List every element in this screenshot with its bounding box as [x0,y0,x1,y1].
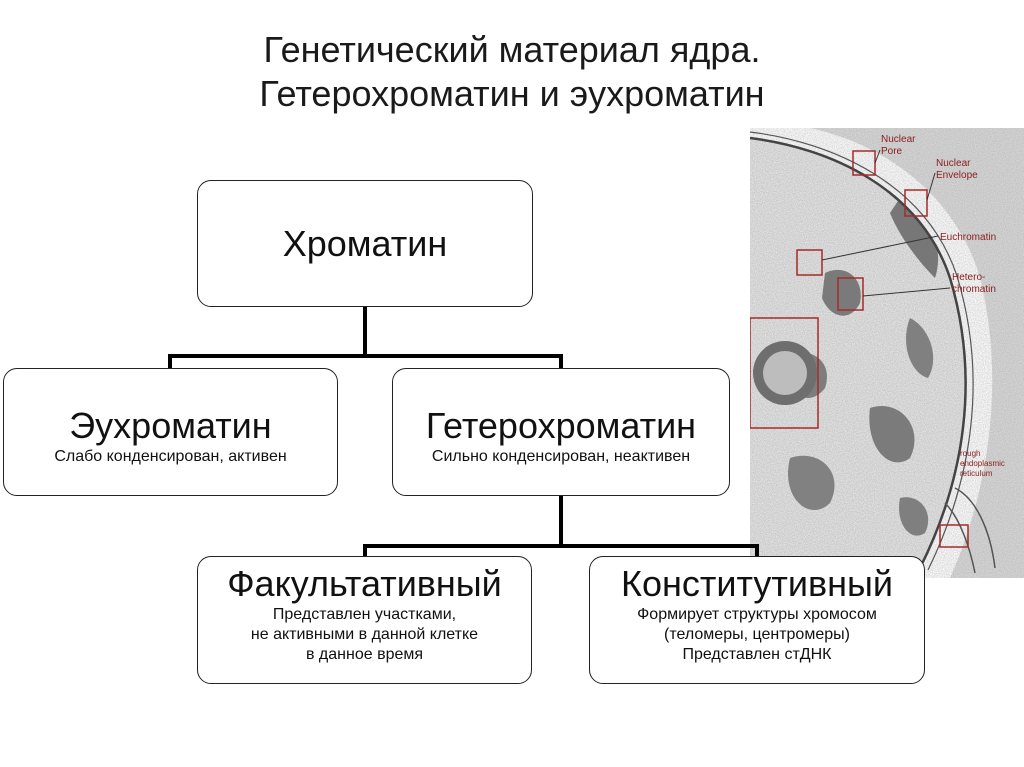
facultative-description-line-2: не активными в данной клетке [250,626,479,643]
label-nuclear-pore-1: Nuclear [881,134,916,145]
label-euchromatin: Euchromatin [940,232,996,243]
label-heterochromatin-2: chromatin [952,284,996,295]
page-title: Генетический материал ядра. Гетерохромат… [0,28,1024,116]
label-nuclear-envelope-2: Envelope [936,170,978,181]
label-nuclear-envelope-1: Nuclear [936,158,971,169]
constitutive-label: Конститутивный [621,563,893,604]
chromatin-label: Хроматин [282,223,448,264]
constitutive-box: Конститутивный Формирует структуры хромо… [589,556,925,684]
heterochromatin-description: Сильно конденсирован, неактивен [431,448,691,465]
label-er-1: rough [960,449,980,458]
title-line-1: Генетический материал ядра. [263,29,761,70]
label-er-3: reticulum [960,469,993,478]
constitutive-description-line-3: Представлен стДНК [682,646,832,663]
euchromatin-label: Эухроматин [69,405,272,446]
facultative-description-line-1: Представлен участками, [272,606,457,623]
heterochromatin-label: Гетерохроматин [425,405,697,446]
chromatin-box: Хроматин [197,180,533,307]
facultative-description-line-3: в данное время [305,646,424,663]
label-nuclear-pore-2: Pore [881,146,903,157]
title-line-2: Гетерохроматин и эухроматин [259,73,765,114]
facultative-box: Факультативный Представлен участками, не… [197,556,532,684]
euchromatin-description: Слабо конденсирован, активен [54,448,287,465]
nucleus-micrograph: Nuclear Pore Nuclear Envelope Euchromati… [750,128,1024,578]
label-heterochromatin-1: Hetero- [952,272,985,283]
euchromatin-box: Эухроматин Слабо конденсирован, активен [3,368,338,496]
label-er-2: endoplasmic [960,459,1005,468]
heterochromatin-box: Гетерохроматин Сильно конденсирован, неа… [392,368,730,496]
constitutive-description-line-2: (теломеры, центромеры) [664,626,850,643]
facultative-label: Факультативный [227,563,502,604]
constitutive-description-line-1: Формирует структуры хромосом [637,606,877,623]
